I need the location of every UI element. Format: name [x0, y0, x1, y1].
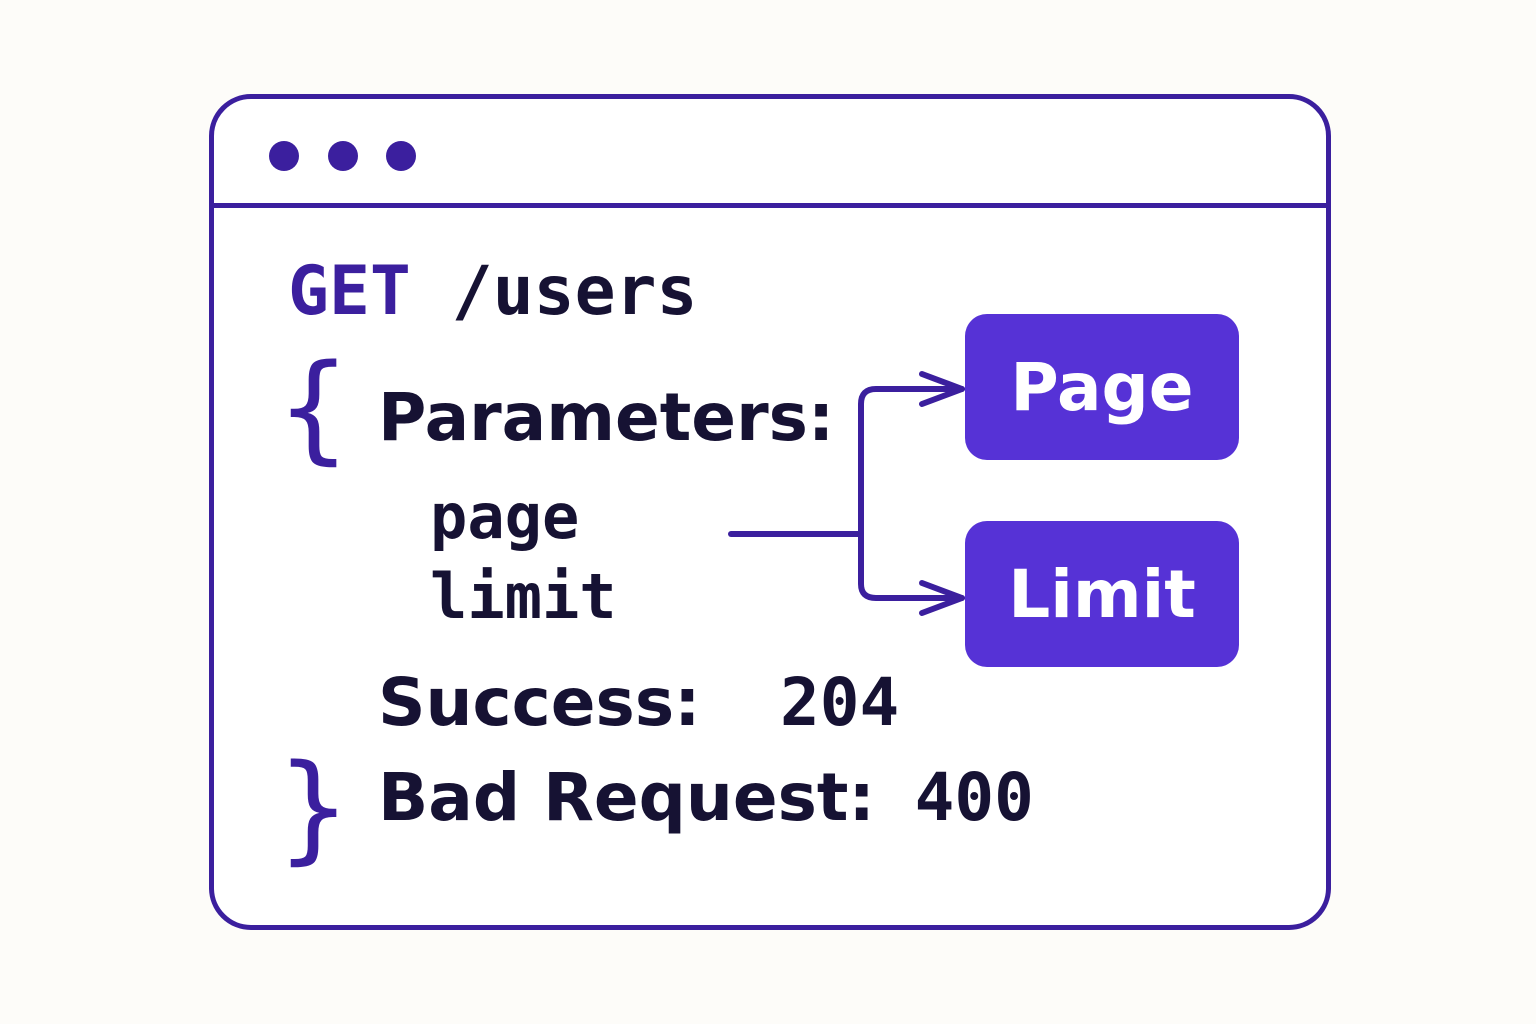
response-bad-request-code: 400 — [914, 759, 1034, 836]
window-control-dot — [328, 141, 358, 171]
close-brace: } — [276, 738, 352, 876]
window-titlebar — [214, 99, 1326, 208]
open-brace: { — [276, 338, 352, 476]
window-control-dot — [269, 141, 299, 171]
param-page: page — [430, 480, 580, 553]
page-tag: Page — [965, 314, 1239, 460]
response-success: Success: 204 — [378, 670, 899, 736]
response-success-code: 204 — [779, 664, 900, 741]
response-bad-request-label: Bad Request: — [378, 759, 875, 836]
response-bad-request: Bad Request: 400 — [378, 765, 1034, 831]
endpoint-path: /users — [451, 252, 698, 331]
param-limit: limit — [430, 560, 617, 633]
response-success-label: Success: — [378, 664, 701, 741]
limit-tag: Limit — [965, 521, 1239, 667]
endpoint-line: GET /users — [288, 258, 697, 326]
browser-window — [209, 94, 1331, 930]
http-method: GET — [288, 252, 411, 331]
parameters-label: Parameters: — [378, 379, 835, 456]
window-control-dot — [386, 141, 416, 171]
